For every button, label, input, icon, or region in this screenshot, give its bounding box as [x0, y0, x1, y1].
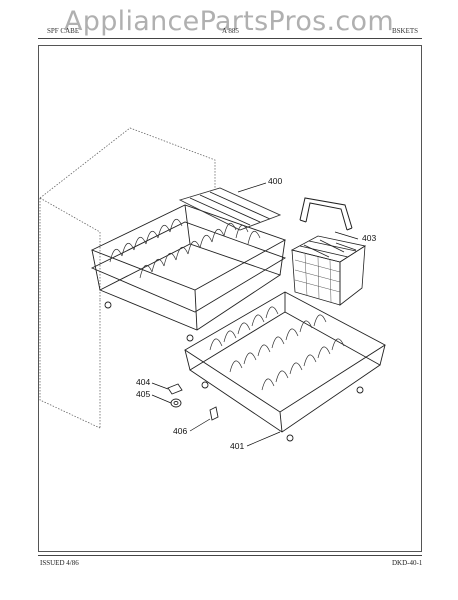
- callout-403: 403: [362, 233, 377, 243]
- small-parts: [167, 383, 219, 421]
- basket-handle: [299, 197, 353, 231]
- callout-404: 404: [136, 377, 151, 387]
- callout-406: 406: [173, 426, 188, 436]
- part-404-clip: [167, 383, 183, 395]
- callout-405: 405: [136, 389, 151, 399]
- footer-issued: ISSUED 4/86: [40, 559, 79, 567]
- lower-rack: [184, 291, 386, 442]
- watermark: AppliancePartsPros.com: [64, 6, 394, 37]
- part-406-stop: [209, 406, 219, 421]
- header-rule: [38, 38, 422, 39]
- callout-401: 401: [230, 441, 245, 451]
- upper-rack: [90, 187, 287, 342]
- part-405-wheel: [170, 398, 182, 408]
- header-middle-label: A 885: [222, 27, 239, 35]
- footer-rule: [38, 555, 422, 556]
- footer-page-code: DKD-40-1: [392, 559, 423, 567]
- diagram-frame: [38, 45, 422, 552]
- header-left-label: SPF CABE: [47, 27, 80, 35]
- dishwasher-cabinet: [39, 127, 216, 429]
- header-right-label: BSKETS: [392, 27, 419, 35]
- callout-400: 400: [268, 176, 283, 186]
- silverware-basket: [290, 235, 367, 306]
